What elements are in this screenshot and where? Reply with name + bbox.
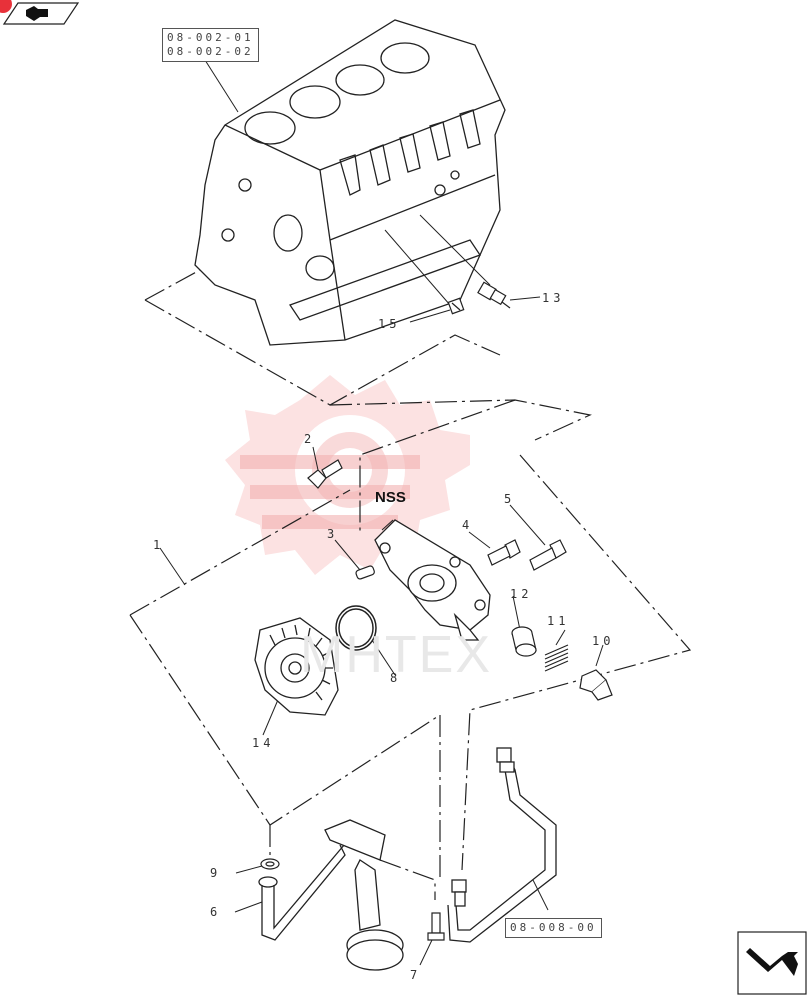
relief-valve-plug: [579, 669, 613, 701]
callout-15: 15: [378, 317, 401, 331]
assembly-boundary: [129, 269, 692, 900]
pipe-reference[interactable]: 08-008-00: [505, 918, 602, 938]
callout-11: 11: [547, 614, 570, 628]
watermark-text: MHTEX: [300, 626, 492, 684]
washer: [260, 858, 280, 870]
callout-10: 10: [592, 634, 615, 648]
bolt-2: [307, 459, 343, 489]
callout-4: 4: [462, 518, 474, 532]
o-ring: [335, 605, 377, 651]
bolt-4: [487, 539, 521, 566]
callout-13: 13: [542, 291, 565, 305]
callout-6: 6: [210, 905, 222, 919]
callout-8: 8: [390, 671, 402, 685]
dowel-pin: [355, 565, 375, 580]
callout-2: 2: [304, 432, 316, 446]
bolt-5: [529, 539, 567, 571]
callout-9: 9: [210, 866, 222, 880]
reference-code-2: 08-002-02: [167, 45, 254, 58]
callout-5: 5: [504, 492, 516, 506]
callout-3: 3: [327, 527, 339, 541]
plug: [447, 297, 465, 315]
callout-1: 1: [153, 538, 165, 552]
suction-pipe: [258, 837, 351, 941]
callout-12: 12: [510, 587, 533, 601]
oil-strainer: [324, 819, 404, 971]
callout-14: 14: [252, 736, 275, 750]
oil-pump-gear: [254, 617, 339, 716]
bolt-7: [427, 912, 445, 941]
next-arrow-icon: [737, 931, 807, 995]
leader-lines: [159, 59, 604, 966]
watermark-logo: [225, 375, 470, 575]
oil-pressure-switch: [477, 281, 511, 309]
next-button[interactable]: [736, 930, 808, 996]
engine-block-reference[interactable]: 08-002-01 08-002-02: [162, 28, 259, 62]
back-button[interactable]: [0, 0, 80, 26]
engine-block: [194, 19, 506, 346]
relief-valve-spring: [544, 644, 569, 672]
reference-code-1: 08-002-01: [167, 31, 254, 44]
relief-valve-sleeve: [511, 626, 537, 657]
oil-pump-housing: [374, 519, 491, 641]
back-arrow-icon: [2, 2, 80, 25]
oil-delivery-pipe: [447, 747, 557, 943]
callout-7: 7: [410, 968, 422, 982]
nss-label: NSS: [375, 489, 406, 506]
page-badge: [0, 0, 12, 13]
